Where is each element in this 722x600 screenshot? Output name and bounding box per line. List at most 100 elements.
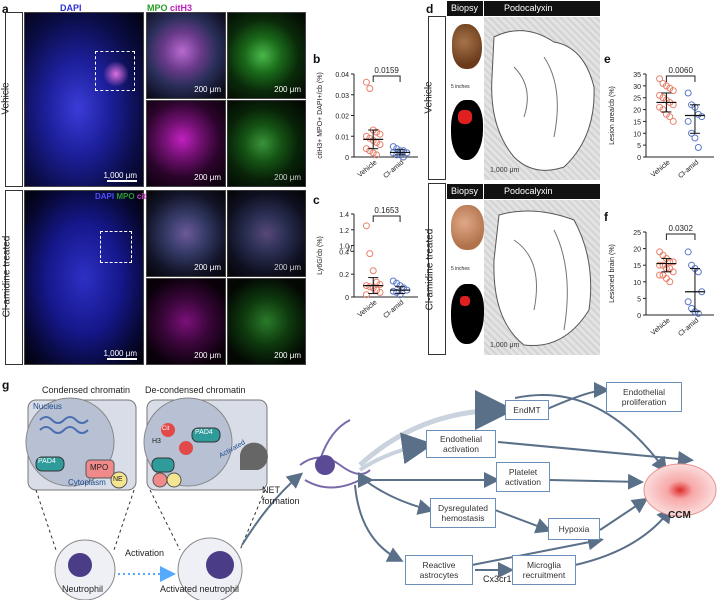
x-tick-label: Vehicle — [650, 317, 672, 337]
box-endo-prolif: Endothelial proliferation — [606, 382, 682, 412]
dash-1 — [35, 489, 57, 551]
scale-label: 200 μm — [274, 351, 301, 360]
neutrophil-label: Neutrophil — [62, 584, 104, 594]
net-web — [299, 419, 371, 489]
data-point — [684, 117, 692, 125]
box-astro: Reactive astrocytes — [405, 555, 473, 585]
y-tick-label: 35 — [633, 72, 641, 79]
scale-bar — [107, 358, 137, 360]
cit-1 — [161, 423, 175, 437]
scale-label: 200 μm — [274, 85, 301, 94]
y-tick-label: 0 — [345, 295, 349, 302]
dash-2 — [113, 489, 135, 551]
p-value: 0.0060 — [668, 66, 693, 75]
x-tick-label: Cl-amid — [677, 317, 700, 338]
activation-label: Activation — [125, 548, 165, 558]
stain-legend-top: DAPI — [60, 3, 82, 13]
y-axis-label: Lesion area/cb (%) — [609, 86, 616, 145]
data-point — [656, 248, 664, 256]
dash-3 — [149, 489, 181, 551]
cit-2 — [179, 441, 193, 455]
inset-box — [95, 51, 135, 91]
x-tick-label: Cl-amid — [677, 159, 700, 180]
y-tick-label: 5 — [637, 296, 641, 303]
y-tick-label: 1.2 — [339, 228, 349, 235]
data-point — [373, 151, 381, 159]
row-label-cl: Cl-amidine treated — [1, 190, 23, 365]
data-point — [698, 113, 706, 121]
pad4-label-right: PAD4 — [195, 429, 213, 436]
ne-right — [166, 472, 182, 488]
lesion-map-vehicle — [451, 100, 483, 160]
x-tick-label: Cl-amid — [382, 159, 405, 180]
y-tick-label: 5 — [637, 143, 641, 150]
box-endmt: EndMT — [505, 400, 549, 420]
cl-cith3-image: 200 μm — [146, 278, 226, 365]
mpo-label: MPO — [90, 463, 109, 472]
cytoplasm-label: Cytoplasm — [68, 478, 106, 487]
ccm-brain — [643, 463, 717, 517]
y-axis-label: citH3+ MPO+ DAPI+/cb (%) — [317, 72, 324, 159]
y-tick-label: 10 — [633, 131, 641, 138]
x-tick-label: Cl-amid — [382, 299, 405, 320]
ne-circle — [110, 471, 128, 489]
y-tick-label: 0.01 — [335, 134, 349, 141]
y-tick-label: 0 — [637, 155, 641, 162]
sig-bracket — [665, 75, 696, 82]
flow-hypoxia — [494, 509, 552, 534]
y-tick-label: 15 — [633, 119, 641, 126]
data-point — [659, 251, 667, 259]
row-label-vehicle: Vehicle — [1, 12, 23, 187]
pad4-right-2 — [151, 457, 175, 473]
panel-label-f: f — [604, 210, 608, 224]
mpo-right — [152, 472, 168, 488]
y-tick-label: 30 — [633, 84, 641, 91]
vehicle-cith3-image: 200 μm — [146, 100, 226, 187]
flow-to-ccm-3 — [549, 473, 644, 490]
y-axis-label: Lesioned brain (%) — [609, 244, 616, 303]
data-point — [684, 248, 692, 256]
cx3cr1-label: Cx3cr1 — [483, 574, 512, 584]
activated-neutrophil-label: Activated neutrophil — [160, 584, 240, 594]
scale-5in-vehicle: 5 inches — [451, 84, 470, 90]
data-point — [669, 258, 677, 266]
x-tick-label: Vehicle — [357, 299, 379, 319]
scale-bar — [107, 180, 137, 182]
data-point — [369, 149, 377, 157]
biopsy-header: Biopsy — [447, 1, 483, 16]
sig-bracket — [372, 215, 401, 222]
to-net-arrow — [241, 472, 304, 546]
tissue-outline — [491, 30, 595, 171]
data-point — [399, 153, 407, 161]
cl-merge2-image: 200 μm — [227, 190, 306, 277]
podocalyxin-image-cl: 1,000 μm — [484, 200, 600, 355]
p-value: 0.1653 — [374, 206, 399, 215]
data-point — [366, 147, 374, 155]
cl-mpo-image: 200 μm — [227, 278, 306, 365]
box-dysreg: Dysregulated hemostasis — [430, 498, 496, 528]
net-formation-label: NET formation — [262, 485, 300, 506]
panel-label-e: e — [604, 52, 611, 66]
data-point — [684, 89, 692, 97]
decondensed-label: De-condensed chromatin — [145, 385, 246, 395]
data-point — [376, 288, 384, 296]
podocalyxin-header: Podocalyxin — [484, 1, 600, 16]
pad4-right — [191, 427, 221, 443]
data-point — [389, 287, 397, 295]
data-point — [376, 141, 384, 149]
biopsy-header-2: Biopsy — [447, 184, 483, 199]
chromatin — [39, 416, 89, 434]
y-tick-label: 0.2 — [339, 272, 349, 279]
data-point — [656, 261, 664, 269]
y-tick-label: 25 — [633, 96, 641, 103]
lesion-spot — [460, 296, 470, 306]
y-tick-label: 10 — [633, 280, 641, 287]
cl-merge-image: 200 μm — [146, 190, 226, 277]
box-platelet: Platelet activation — [496, 462, 550, 492]
data-point — [656, 271, 664, 279]
data-point — [666, 113, 674, 121]
data-point — [362, 291, 370, 299]
scale-label: 200 μm — [194, 351, 221, 360]
y-tick-label: 0.03 — [335, 93, 349, 100]
